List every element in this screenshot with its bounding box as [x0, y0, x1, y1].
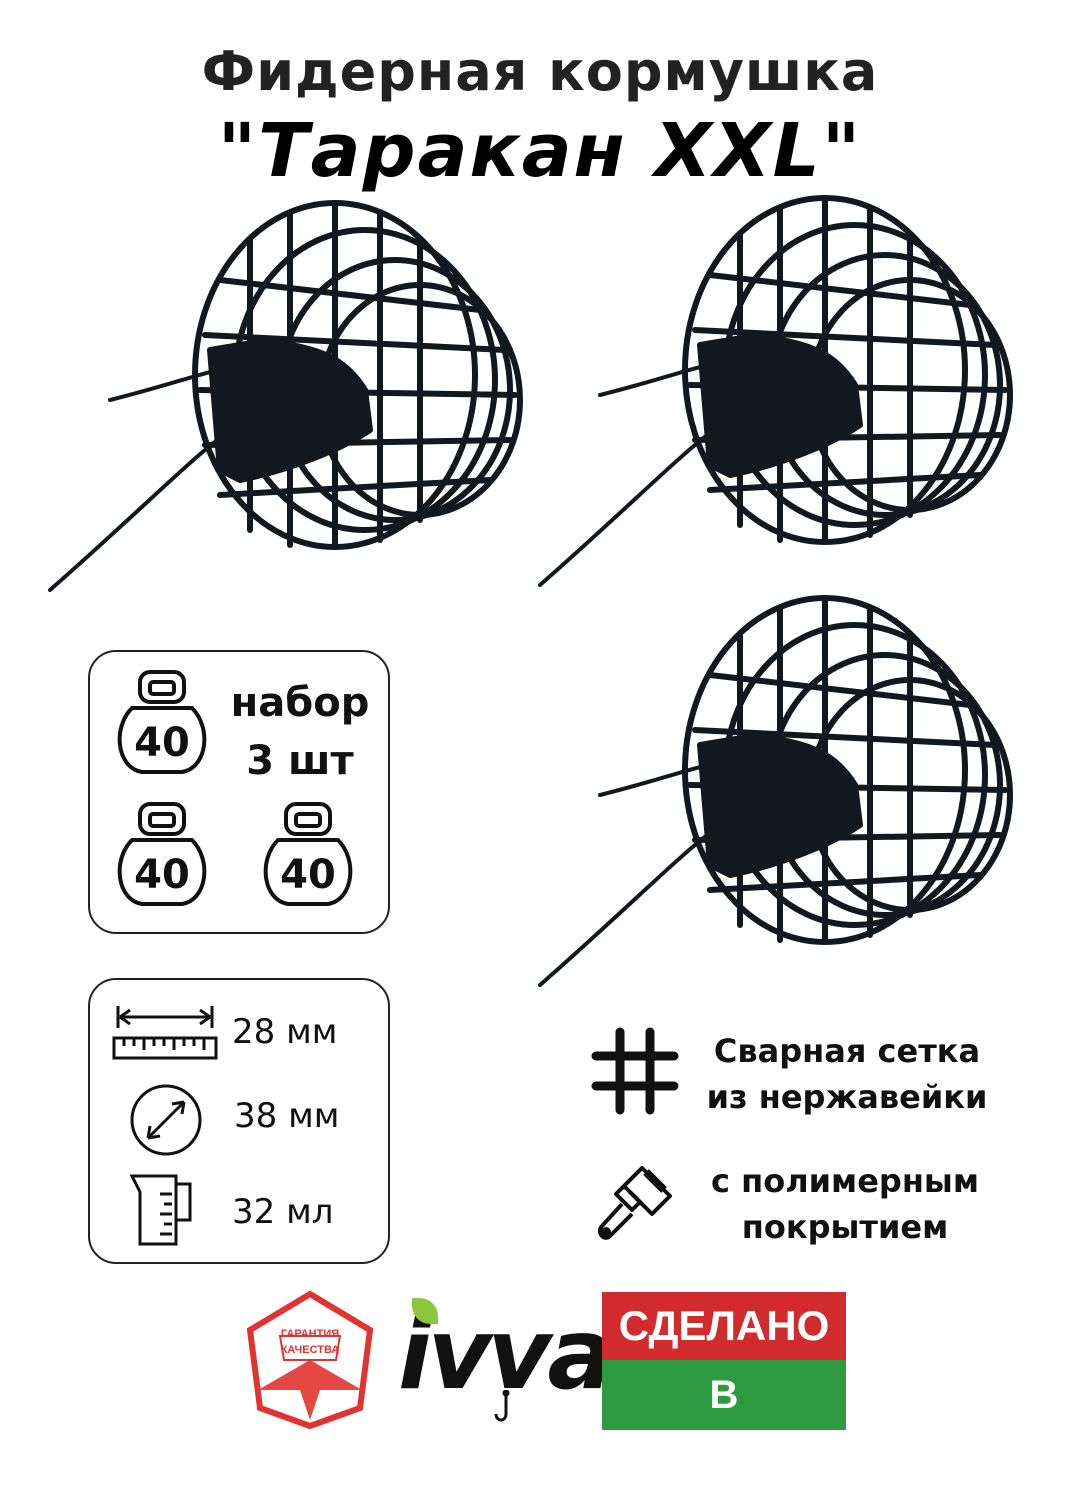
made-line2: В БЕЛАРУСИ [613, 1373, 835, 1487]
quality-line2: КАЧЕСТВА [280, 1344, 340, 1356]
grid-hash-icon [590, 1026, 680, 1116]
feature-line1: Сварная сетка [713, 1032, 981, 1070]
quality-guarantee-badge: ГАРАНТИЯ КАЧЕСТВА [240, 1290, 380, 1430]
quality-line1: ГАРАНТИЯ [280, 1328, 340, 1340]
diameter-icon [126, 1080, 206, 1160]
weight-icon-3: 40 [258, 800, 358, 910]
feature-coating-line2: покрытием [741, 1208, 949, 1246]
brand-logo: ivva [398, 1290, 613, 1430]
weight-icon-2: 40 [112, 800, 212, 910]
feature-line2: из нержавейки [706, 1078, 988, 1116]
paint-brush-icon [592, 1160, 678, 1246]
product-model-title: "Таракан XXL" [217, 108, 863, 194]
measuring-cup-icon [126, 1170, 206, 1250]
spec-volume-value: 32 мл [232, 1192, 334, 1232]
weight-icon-1: 40 [112, 668, 212, 778]
set-info-box: 40 40 40 набор 3 шт [88, 650, 390, 934]
feeder-image-2 [530, 195, 1050, 595]
product-title: Фидерная кормушка [201, 40, 879, 103]
feeder-image-3 [530, 595, 1050, 995]
weight-value-1: 40 [134, 720, 190, 766]
made-line1: СДЕЛАНО [618, 1302, 830, 1349]
ruler-width-icon [110, 1002, 220, 1062]
fishing-hook-icon [494, 1390, 510, 1422]
feature-coating-line1: с полимерным [710, 1162, 980, 1200]
set-label-line2: 3 шт [246, 738, 354, 784]
spec-width-value: 28 мм [232, 1012, 338, 1052]
made-in-label-top: СДЕЛАНО [602, 1292, 846, 1360]
specs-box: 28 мм 38 мм 32 мл [88, 978, 390, 1264]
spec-diameter-value: 38 мм [234, 1096, 340, 1136]
weight-value-3: 40 [280, 852, 336, 898]
feeder-image-1 [40, 200, 560, 600]
set-label-line1: набор [230, 680, 370, 726]
made-in-label-bottom: В БЕЛАРУСИ [602, 1360, 846, 1487]
weight-value-2: 40 [134, 852, 190, 898]
